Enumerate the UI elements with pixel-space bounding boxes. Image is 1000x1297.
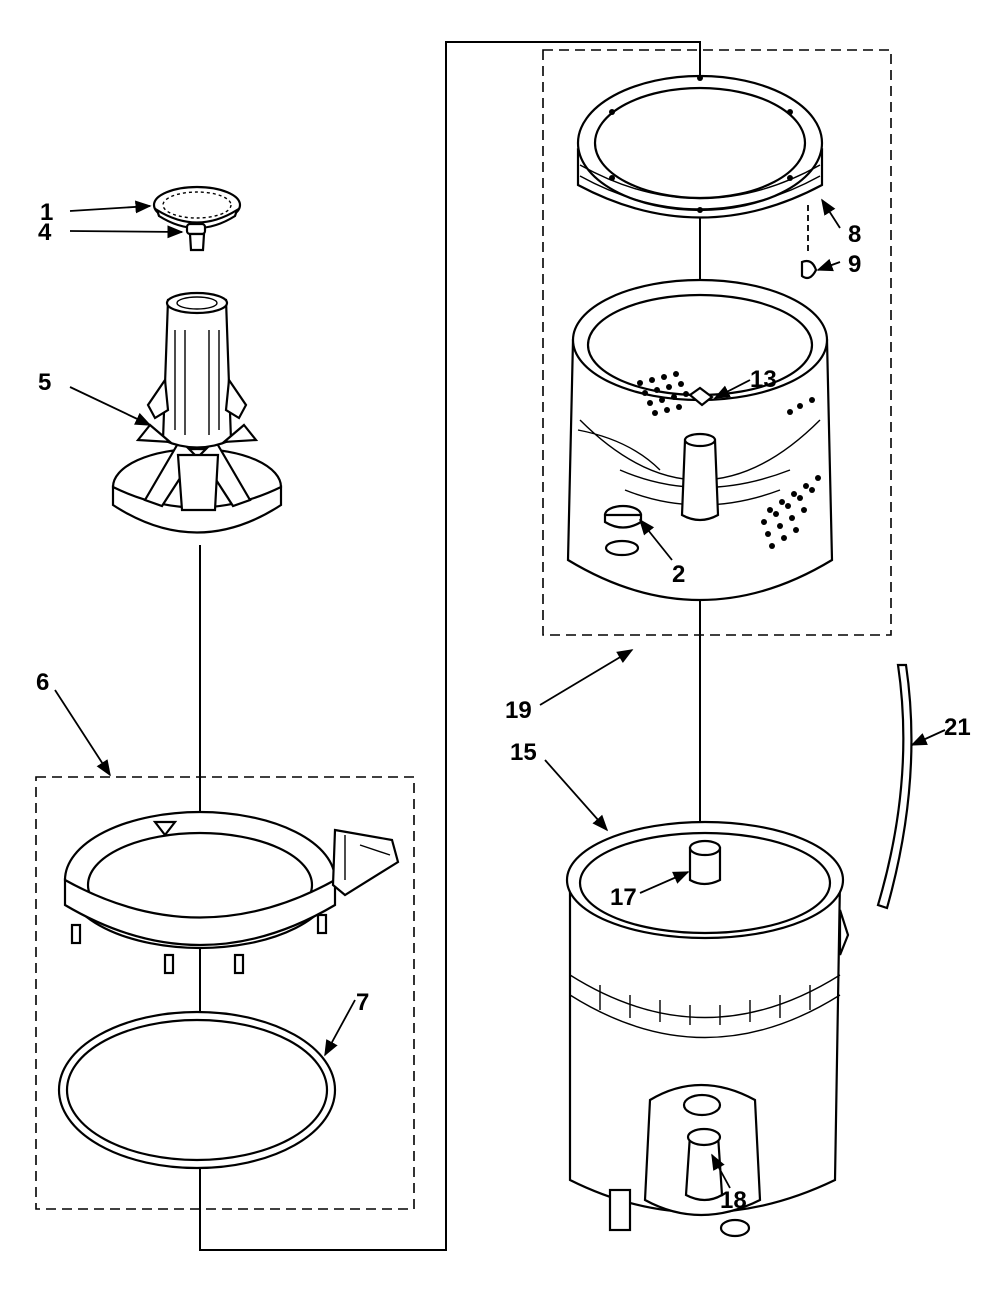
group-box-6 — [35, 776, 415, 1210]
part-8-balance-ring — [576, 74, 824, 219]
callout-15: 15 — [510, 739, 537, 766]
callout-1: 1 — [40, 199, 53, 226]
part-1-cap — [152, 185, 242, 230]
part-4-stud — [185, 222, 207, 252]
callout-2: 2 — [672, 561, 685, 588]
group-box-19 — [542, 49, 892, 636]
basket-holes-right — [761, 397, 821, 549]
part-6-tub-ring — [63, 810, 400, 975]
part-7-ring — [57, 1010, 337, 1170]
callout-7: 7 — [356, 989, 369, 1016]
part-2-plug — [603, 504, 643, 557]
callout-labels: 1 4 5 6 7 8 9 13 2 19 15 21 17 18 — [36, 199, 971, 1214]
part-9-clip — [800, 205, 818, 280]
part-5-agitator — [111, 291, 283, 534]
part-15-outer-tub — [565, 820, 850, 1238]
callout-18: 18 — [720, 1187, 747, 1214]
callout-19: 19 — [505, 697, 532, 724]
callout-5: 5 — [38, 369, 51, 396]
part-21-hose — [876, 663, 913, 910]
callout-13: 13 — [750, 366, 777, 393]
leader-arrows — [54, 198, 946, 1189]
part-17-hub — [688, 839, 722, 886]
basket-holes-left — [637, 371, 689, 416]
callout-4: 4 — [38, 219, 52, 246]
callout-6: 6 — [36, 669, 49, 696]
part-19-basket — [566, 278, 834, 602]
callout-9: 9 — [848, 251, 861, 278]
callout-17: 17 — [610, 884, 637, 911]
callout-8: 8 — [848, 221, 861, 248]
callout-21: 21 — [944, 714, 971, 741]
